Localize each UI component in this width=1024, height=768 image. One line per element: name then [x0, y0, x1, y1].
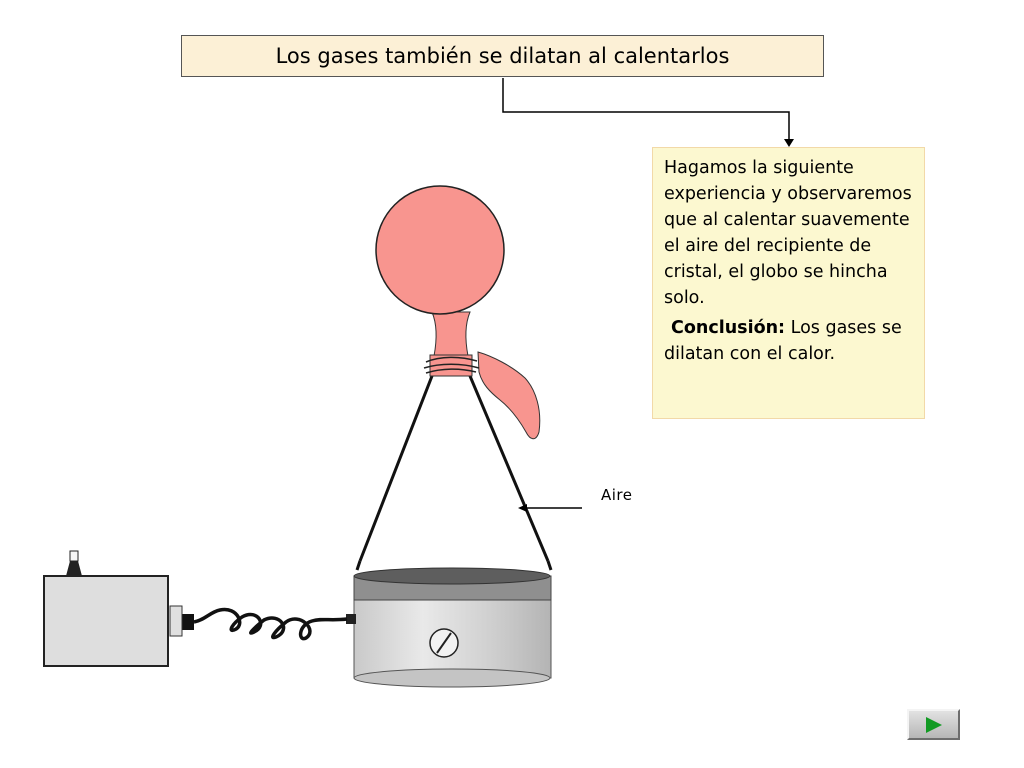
info-box: Hagamos la siguiente experiencia y obser… — [652, 147, 925, 419]
knob-icon — [429, 628, 459, 658]
play-arrow-icon — [925, 716, 942, 733]
slide-title: Los gases también se dilatan al calentar… — [275, 44, 730, 68]
aire-pointer-arrow — [518, 504, 582, 512]
conclusion-label: Conclusión: — [671, 318, 786, 338]
next-slide-button[interactable] — [907, 709, 960, 740]
hot-plate — [346, 567, 552, 688]
title-box: Los gases también se dilatan al calentar… — [181, 35, 824, 77]
conclusion-paragraph: Conclusión: Los gases se dilatan con el … — [664, 315, 914, 367]
conclusion-text: Los gases se dilatan con el calor. — [664, 318, 902, 364]
power-supply-box — [43, 550, 169, 667]
aire-label: Aire — [601, 486, 633, 504]
power-cord — [193, 607, 348, 641]
balloon — [375, 185, 541, 440]
info-text: Hagamos la siguiente experiencia y obser… — [664, 158, 912, 308]
connector-arrow — [502, 78, 794, 147]
power-plug — [169, 605, 194, 637]
glass-flask — [355, 375, 553, 571]
